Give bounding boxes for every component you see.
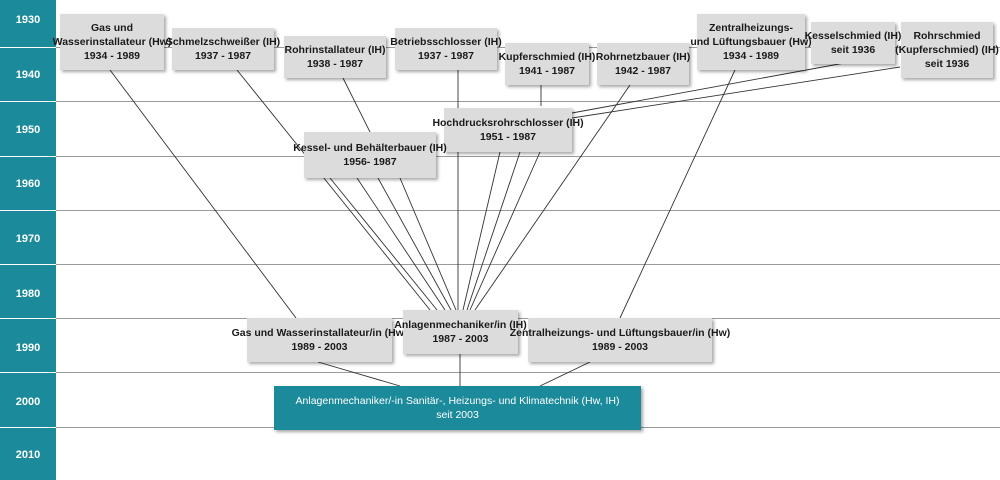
profession-rohrschmied: Rohrschmied (Kupferschmied) (IH) seit 19… [895,22,999,78]
profession-years: 1989 - 2003 [591,341,649,353]
profession-years: 1987 - 2003 [432,333,489,345]
connector-line [109,69,297,319]
profession-title: Rohrnetzbauer (IH) [595,51,691,63]
year-label-1980: 1980 [15,288,41,300]
profession-years: 1989 - 2003 [291,341,348,353]
axis-tick [0,264,56,265]
profession-years: seit 1936 [830,44,876,56]
year-label-1930: 1930 [15,14,41,26]
connector-line [466,151,521,311]
profession-anlagenmechaniker-shk: Anlagenmechaniker/-in Sanitär-, Heizungs… [274,386,641,430]
axis-tick [0,372,56,373]
profession-betriebsschlosser: Betriebsschlosser (IH) 1937 - 1987 [390,28,502,70]
profession-title: Gas und Wasserinstallateur/in (Hw) [231,327,408,339]
profession-kesselschmied: Kesselschmied (IH) seit 1936 [805,22,901,64]
profession-title: Kessel- und Behälterbauer (IH) [293,142,447,154]
grid-line [56,101,1000,102]
profession-years: 1937 - 1987 [194,50,252,62]
connector-line [236,69,431,311]
year-label-2000: 2000 [15,396,41,408]
profession-years: 1942 - 1987 [614,65,672,77]
connector-line [539,361,591,387]
connector-line [356,177,446,311]
profession-years: 1938 - 1987 [306,58,364,70]
profession-years: 1941 - 1987 [518,65,576,77]
profession-years: 1956- 1987 [343,156,397,168]
year-label-1960: 1960 [15,178,41,190]
profession-rohrnetzbauer: Rohrnetzbauer (IH) 1942 - 1987 [595,43,691,85]
axis-tick [0,101,56,102]
connector-line [342,77,371,133]
connector-line [571,61,851,114]
profession-zentralheizungsbauer-alt: Zentralheizungs- und Lüftungsbauer (Hw) … [690,14,812,70]
connector-line [474,84,631,311]
year-label-1950: 1950 [15,124,41,136]
profession-anlagenmechaniker: Anlagenmechaniker/in (IH) 1987 - 2003 [394,310,527,354]
profession-years: seit 2003 [436,409,479,421]
profession-title: Kesselschmied (IH) [804,30,902,42]
grid-line [56,264,1000,265]
profession-years: 1951 - 1987 [479,131,537,143]
year-label-1970: 1970 [15,233,41,245]
axis-tick [0,47,56,48]
year-label-2010: 2010 [15,449,41,461]
profession-title: Kupferschmied (IH) [498,51,596,63]
profession-title: Rohrinstallateur (IH) [284,44,386,56]
profession-title: Betriebsschlosser (IH) [390,36,502,48]
profession-title: Schmelzschweißer (IH) [165,36,281,48]
profession-gas-wasserinstallateur-neu: Gas und Wasserinstallateur/in (Hw) 1989 … [232,318,407,362]
connector-line [399,177,457,311]
profession-kupferschmied: Kupferschmied (IH) 1941 - 1987 [499,43,595,85]
profession-years: 1934 - 1989 [722,50,780,62]
connector-line [619,69,736,319]
axis-tick [0,318,56,319]
profession-title: Zentralheizungs- und Lüftungsbauer/in (H… [509,327,731,339]
profession-zentralheizungsbauer-neu: Zentralheizungs- und Lüftungsbauer/in (H… [510,318,730,362]
axis-tick [0,156,56,157]
profession-kessel-behaelterbauer: Kessel- und Behälterbauer (IH) 1956- 198… [293,132,447,178]
profession-title: Hochdrucksrohrschlosser (IH) [432,117,584,129]
connector-line [317,361,401,387]
timeline-axis: 1930 1940 1950 1960 1970 1980 1990 2000 … [0,0,56,480]
profession-rohrinstallateur: Rohrinstallateur (IH) 1938 - 1987 [284,36,386,78]
year-label-1940: 1940 [15,69,41,81]
profession-title: (Kupferschmied) (IH) [895,44,999,56]
grid-line [56,156,1000,157]
profession-schmelzschweisser: Schmelzschweißer (IH) 1937 - 1987 [166,28,280,70]
profession-title: Gas und [90,22,133,34]
profession-title: Wasserinstallateur (Hw) [52,36,172,48]
profession-title: und Lüftungsbauer (Hw) [690,36,812,48]
profession-years: seit 1936 [924,58,970,70]
connector-line [462,151,501,311]
profession-years: 1937 - 1987 [417,50,475,62]
grid-line [56,210,1000,211]
grid-line [56,372,1000,373]
axis-tick [0,210,56,211]
axis-tick [0,427,56,428]
profession-years: 1934 - 1989 [83,50,141,62]
profession-title: Zentralheizungs- [708,22,793,34]
profession-hochdrucksrohrschlosser: Hochdrucksrohrschlosser (IH) 1951 - 1987 [432,108,584,152]
year-label-1990: 1990 [15,342,41,354]
connector-line [469,151,541,311]
connector-line [377,177,452,311]
profession-title: Anlagenmechaniker/in (IH) [394,319,527,331]
connector-line [329,177,438,311]
profession-title: Rohrschmied [913,30,981,42]
profession-gas-wasserinstallateur: Gas und Wasserinstallateur (Hw) 1934 - 1… [53,14,171,70]
connector-line [571,66,901,119]
profession-title: Anlagenmechaniker/-in Sanitär-, Heizungs… [295,395,620,407]
